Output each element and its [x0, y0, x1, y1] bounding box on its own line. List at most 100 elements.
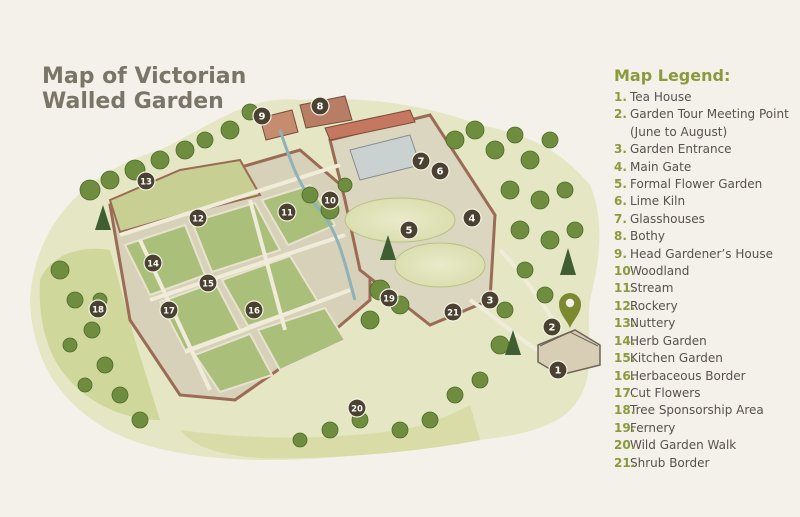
legend-item-label: Lime Kiln [630, 194, 686, 209]
map-marker-circle [399, 220, 419, 240]
legend-item-number: 18. [614, 403, 636, 418]
map-marker-label: 17 [163, 307, 175, 317]
legend-item: 18.Tree Sponsorship Area [614, 402, 796, 419]
map-marker-circle [244, 300, 264, 320]
legend-item: 21.Shrub Border [614, 455, 796, 472]
conifers [95, 205, 576, 355]
map-marker-2[interactable]: 2 [542, 317, 562, 337]
trees [50, 103, 584, 448]
legend-item-label: Glasshouses [630, 211, 705, 226]
map-marker-label: 2 [549, 323, 556, 334]
legend-item: 19.Fernery [614, 420, 796, 437]
map-marker-19[interactable]: 19 [379, 288, 399, 308]
legend-item-number: 16. [614, 368, 636, 383]
map-marker-1[interactable]: 1 [548, 360, 568, 380]
map-marker-label: 18 [92, 306, 104, 316]
legend-item-number: 14. [614, 333, 636, 348]
legend-item-label: Tree Sponsorship Area [630, 403, 764, 418]
stream [278, 129, 357, 301]
legend-item-number: 1. [614, 90, 627, 104]
legend-item: 3.Garden Entrance [614, 141, 796, 158]
map-marker-circle [188, 208, 208, 228]
legend-item-number: 3. [614, 142, 627, 157]
legend-item-label: Cut Flowers [630, 385, 701, 400]
legend-item-label: Herb Garden [630, 333, 707, 348]
legend-item: 2.Garden Tour Meeting Point (June to Aug… [614, 106, 796, 141]
orchard-area [39, 248, 160, 420]
map-title-line2: Walled Garden [42, 89, 224, 114]
legend-item-label: Woodland [630, 264, 690, 279]
legend-item: 1.Tea House [614, 89, 796, 106]
map-marker-label: 3 [487, 296, 494, 307]
legend-item-number: 10. [614, 264, 636, 279]
legend-item: 6.Lime Kiln [614, 193, 796, 210]
map-marker-8[interactable]: 8 [310, 96, 330, 116]
map-marker-circle [548, 360, 568, 380]
map-marker-11[interactable]: 11 [277, 202, 297, 222]
map-marker-7[interactable]: 7 [411, 151, 431, 171]
map-marker-label: 6 [437, 167, 444, 178]
map-marker-circle [136, 171, 156, 191]
map-marker-label: 8 [317, 102, 324, 113]
formal-lawn-upper [344, 197, 456, 243]
legend-item-label: Bothy [630, 229, 665, 244]
map-marker-21[interactable]: 21 [443, 302, 463, 322]
map-marker-circle [310, 96, 330, 116]
map-marker-label: 19 [383, 295, 395, 305]
legend-title: Map Legend: [614, 66, 731, 85]
map-marker-label: 13 [140, 178, 152, 188]
map-marker-9[interactable]: 9 [252, 106, 272, 126]
legend-item-label: Kitchen Garden [630, 351, 723, 366]
map-marker-label: 4 [469, 214, 476, 225]
map-marker-13[interactable]: 13 [136, 171, 156, 191]
map-marker-circle [198, 273, 218, 293]
legend-item-number: 19. [614, 420, 636, 435]
legend-item-number: 12. [614, 298, 636, 313]
legend-item-label: Tea House [630, 90, 692, 104]
map-marker-label: 11 [281, 209, 293, 219]
map-marker-12[interactable]: 12 [188, 208, 208, 228]
legend-item-label: Stream [630, 281, 674, 296]
map-marker-20[interactable]: 20 [347, 398, 367, 418]
map-marker-circle [480, 290, 500, 310]
legend-item: 11.Stream [614, 280, 796, 297]
map-marker-label: 21 [447, 309, 459, 319]
map-marker-10[interactable]: 10 [320, 190, 340, 210]
legend-item-label: Head Gardener’s House [630, 246, 773, 261]
map-marker-label: 14 [147, 260, 159, 270]
map-marker-18[interactable]: 18 [88, 299, 108, 319]
map-marker-5[interactable]: 5 [399, 220, 419, 240]
nuttery-area [108, 158, 262, 234]
map-marker-circle [252, 106, 272, 126]
map-marker-circle [277, 202, 297, 222]
legend-item: 4.Main Gate [614, 159, 796, 176]
legend-item: 8.Bothy [614, 228, 796, 245]
legend-item: 16.Herbaceous Border [614, 368, 796, 385]
map-marker-6[interactable]: 6 [430, 161, 450, 181]
map-marker-circle [379, 288, 399, 308]
map-marker-17[interactable]: 17 [159, 300, 179, 320]
map-marker-3[interactable]: 3 [480, 290, 500, 310]
map-marker-14[interactable]: 14 [143, 253, 163, 273]
legend-item-number: 4. [614, 159, 627, 174]
legend-item-number: 21. [614, 455, 636, 470]
legend-item-label: Main Gate [630, 159, 692, 174]
map-marker-label: 9 [259, 112, 266, 123]
map-marker-circle [347, 398, 367, 418]
map-marker-label: 10 [324, 197, 336, 207]
legend-item: 5.Formal Flower Garden [614, 176, 796, 193]
legend-item-number: 5. [614, 177, 627, 192]
map-marker-label: 16 [248, 307, 260, 317]
map-marker-16[interactable]: 16 [244, 300, 264, 320]
map-pin-icon[interactable] [559, 293, 581, 328]
map-marker-4[interactable]: 4 [462, 208, 482, 228]
legend-item: 14.Herb Garden [614, 333, 796, 350]
map-title: Map of Victorian Walled Garden [42, 64, 246, 114]
map-marker-15[interactable]: 15 [198, 273, 218, 293]
legend-item-number: 20. [614, 438, 636, 453]
formal-lawn-lower [394, 242, 486, 288]
legend-item-label: Rockery [630, 298, 678, 313]
legend-item-label: Fernery [630, 420, 676, 435]
